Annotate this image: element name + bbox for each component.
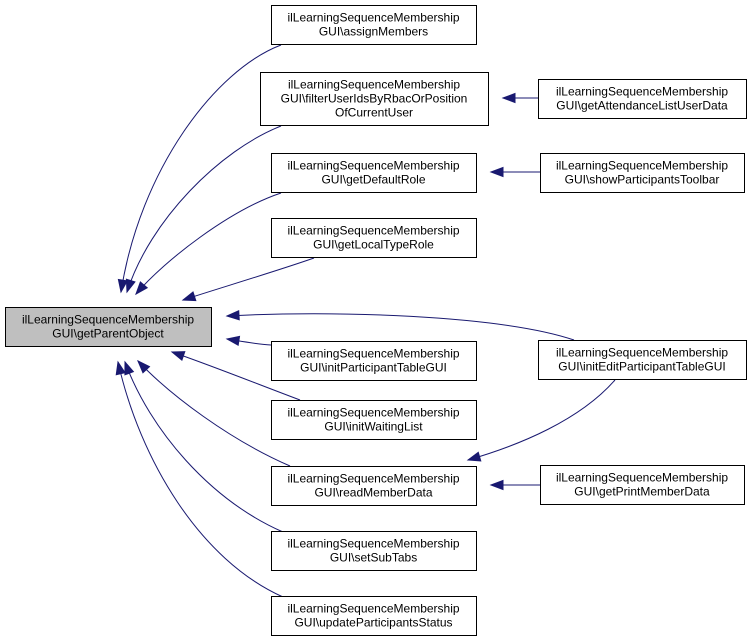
arrowhead-icon [125,278,136,294]
node-label-line: GUI\getPrintMemberData [574,485,710,499]
node-label-line: GUI\readMemberData [314,486,432,500]
node-label-line: GUI\updateParticipantsStatus [294,616,452,630]
arrowhead-icon [501,92,516,104]
edge-line [467,379,616,461]
node-label-line: ilLearningSequenceMembership [288,78,460,92]
node-label-line: ilLearningSequenceMembership [287,602,459,616]
edge-initParticipantTableGUI-to-root [225,335,272,347]
node-label-line: ilLearningSequenceMembership [556,346,728,360]
node-label-line: ilLearningSequenceMembership [287,159,459,173]
node-label-line: OfCurrentUser [335,106,413,120]
node-box[interactable] [271,153,477,193]
node-label-line: GUI\initEditParticipantTableGUI [558,360,725,374]
node-assignMembers[interactable]: ilLearningSequenceMembershipGUI\assignMe… [271,5,477,45]
arrowhead-icon [489,166,504,178]
node-label-line: GUI\getParentObject [52,327,164,341]
edge-line [135,192,282,295]
edge-showParticipantsToolbar-to-getDefaultRole [489,166,540,178]
node-box[interactable] [271,218,477,258]
arrowhead-icon [137,359,151,374]
arrowhead-icon [124,360,135,376]
node-initWaitingList[interactable]: ilLearningSequenceMembershipGUI\initWait… [271,400,477,440]
node-box[interactable] [540,465,745,505]
node-label-line: ilLearningSequenceMembership [556,159,728,173]
node-label-line: GUI\setSubTabs [330,551,417,565]
node-getLocalTypeRole[interactable]: ilLearningSequenceMembershipGUI\getLocal… [271,218,477,258]
node-label-line: ilLearningSequenceMembership [556,471,728,485]
edge-line [171,351,301,401]
node-label-line: GUI\getDefaultRole [321,173,425,187]
edges-layer [115,44,616,598]
node-label-line: ilLearningSequenceMembership [287,472,459,486]
arrowhead-icon [225,335,241,347]
node-label-line: ilLearningSequenceMembership [556,85,728,99]
node-getPrintMemberData[interactable]: ilLearningSequenceMembershipGUI\getPrint… [540,465,745,505]
edge-filterUserIds-to-root [125,125,282,294]
node-label-line: ilLearningSequenceMembership [287,347,459,361]
edge-initWaitingList-to-root [170,351,301,401]
nodes-layer: ilLearningSequenceMembershipGUI\getParen… [5,5,747,636]
node-box[interactable] [538,79,747,119]
node-readMemberData[interactable]: ilLearningSequenceMembershipGUI\readMemb… [271,466,477,506]
edge-line [117,361,284,598]
node-label-line: ilLearningSequenceMembership [22,313,194,327]
node-box[interactable] [271,531,477,571]
node-setSubTabs[interactable]: ilLearningSequenceMembershipGUI\setSubTa… [271,531,477,571]
arrowhead-icon [117,278,129,294]
node-getDefaultRole[interactable]: ilLearningSequenceMembershipGUI\getDefau… [271,153,477,193]
arrowhead-icon [489,479,504,491]
arrowhead-icon [225,310,240,321]
node-getAttendanceListUserData[interactable]: ilLearningSequenceMembershipGUI\getAtten… [538,79,747,119]
edge-line [137,360,291,467]
node-filterUserIds[interactable]: ilLearningSequenceMembershipGUI\filterUs… [260,72,489,126]
node-label-line: ilLearningSequenceMembership [287,224,459,238]
edge-line [126,125,282,293]
edge-getPrintMemberData-to-readMemberData [489,479,540,491]
node-box[interactable] [271,466,477,506]
edge-line [120,44,282,293]
edge-readMemberData-to-root [137,359,291,467]
node-label-line: GUI\assignMembers [319,25,428,39]
edge-initEditParticipantTableGUI-to-readMemberData [466,379,616,462]
node-updateParticipantsStatus[interactable]: ilLearningSequenceMembershipGUI\updatePa… [271,596,477,636]
node-label-line: GUI\initWaitingList [324,420,423,434]
node-box[interactable] [538,340,747,380]
node-box[interactable] [260,72,489,126]
edge-setSubTabs-to-root [124,360,284,533]
node-label-line: GUI\getLocalTypeRole [313,238,434,252]
node-initParticipantTableGUI[interactable]: ilLearningSequenceMembershipGUI\initPart… [271,341,477,381]
edge-line [182,257,315,301]
edge-assignMembers-to-root [117,44,282,294]
node-box[interactable] [5,307,212,347]
node-label-line: GUI\getAttendanceListUserData [556,99,728,113]
node-initEditParticipantTableGUI[interactable]: ilLearningSequenceMembershipGUI\initEdit… [538,340,747,380]
edge-getAttendanceListUserData-to-filterUserIds [501,92,538,104]
node-box[interactable] [540,153,745,193]
arrowhead-icon [170,351,186,361]
node-showParticipantsToolbar[interactable]: ilLearningSequenceMembershipGUI\showPart… [540,153,745,193]
node-label-line: GUI\initParticipantTableGUI [300,361,447,375]
node-label-line: GUI\filterUserIdsByRbacOrPosition [281,92,468,106]
node-label-line: ilLearningSequenceMembership [287,406,459,420]
node-root[interactable]: ilLearningSequenceMembershipGUI\getParen… [5,307,212,347]
arrowhead-icon [466,451,482,462]
edge-line [124,361,284,533]
node-label-line: ilLearningSequenceMembership [287,537,459,551]
arrowhead-icon [135,281,149,296]
edge-initEditParticipantTableGUI-to-root [225,310,575,341]
node-box[interactable] [271,596,477,636]
edge-getLocalTypeRole-to-root [181,257,315,302]
edge-getDefaultRole-to-root [135,192,282,296]
node-label-line: ilLearningSequenceMembership [287,11,459,25]
node-box[interactable] [271,341,477,381]
node-box[interactable] [271,400,477,440]
arrowhead-icon [181,291,197,302]
edge-line [226,313,575,341]
node-box[interactable] [271,5,477,45]
node-label-line: GUI\showParticipantsToolbar [565,173,720,187]
arrowhead-icon [115,360,126,376]
edge-updateParticipantsStatus-to-root [115,360,284,598]
